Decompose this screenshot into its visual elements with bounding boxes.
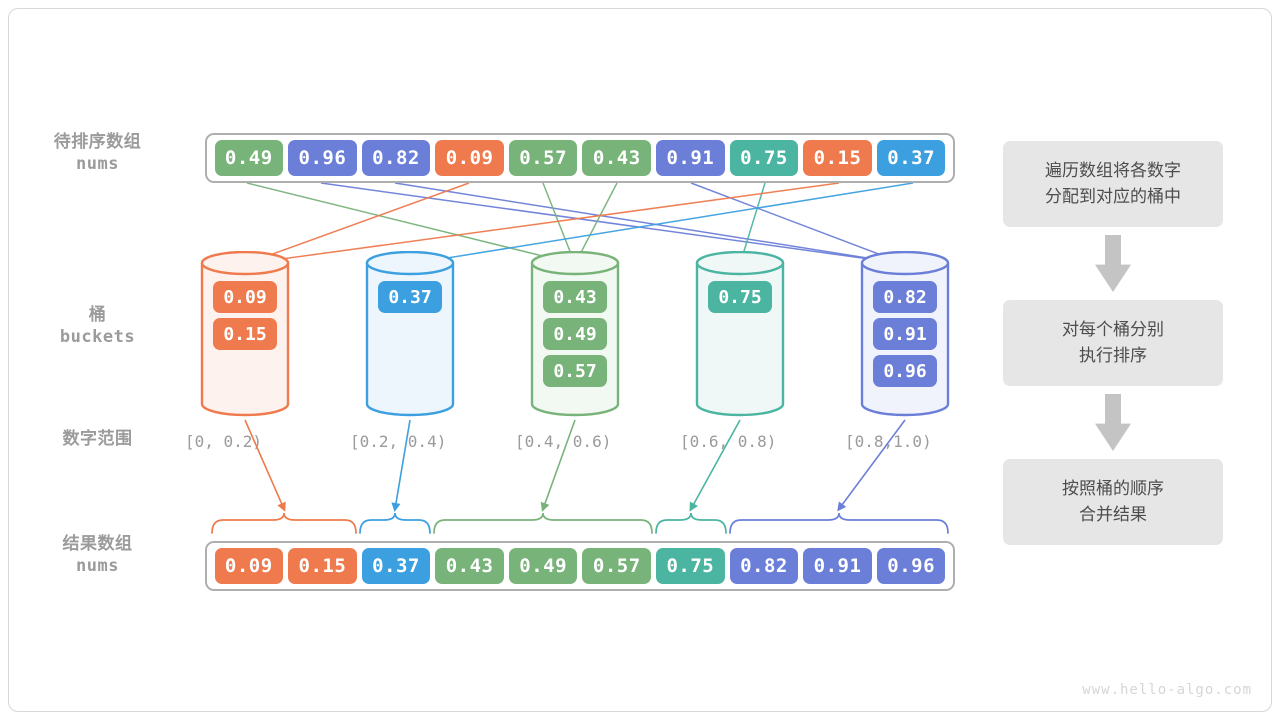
label-result-array: 结果数组 nums [10, 534, 185, 578]
input-array-cell: 0.91 [656, 140, 725, 176]
range-label-2: [0.4, 0.6) [515, 432, 612, 451]
bucket-item: 0.43 [543, 281, 607, 313]
bucket-1-items: 0.37 [365, 281, 455, 313]
flow-step-2-line1: 按照桶的顺序 [1062, 478, 1164, 499]
result-array-cell: 0.09 [214, 548, 284, 584]
range-label-1: [0.2, 0.4) [350, 432, 447, 451]
flow-step-2-line2: 合并结果 [1079, 505, 1147, 525]
bucket-0-items: 0.09 0.15 [200, 281, 290, 350]
label-input-array-cn: 待排序数组 [53, 132, 142, 152]
flow-step-0-line2: 分配到对应的桶中 [1045, 187, 1181, 207]
bucket-item: 0.49 [543, 318, 607, 350]
label-result-array-cn: 结果数组 [62, 534, 133, 554]
range-label-4: [0.8,1.0) [845, 432, 932, 451]
result-array-cell: 0.57 [582, 548, 652, 584]
result-array-cell: 0.43 [435, 548, 504, 584]
result-array-cell: 0.91 [803, 548, 872, 584]
flow-step-1: 对每个桶分别执行排序 [1003, 300, 1223, 386]
input-array-cell: 0.57 [508, 140, 578, 176]
range-label-0: [0, 0.2) [185, 432, 263, 451]
flow-down-arrow-0 [1095, 235, 1131, 292]
flow-step-1-line2: 执行排序 [1079, 346, 1147, 366]
input-array-cell: 0.96 [288, 140, 357, 176]
input-array-cell: 0.82 [361, 140, 431, 176]
flow-step-2: 按照桶的顺序合并结果 [1003, 459, 1223, 545]
bucket-item: 0.91 [873, 318, 937, 350]
result-array-cell: 0.82 [729, 548, 799, 584]
cylinder-shape [365, 251, 455, 417]
bucket-item: 0.96 [873, 355, 937, 387]
label-result-array-en: nums [76, 555, 119, 576]
bucket-2: 0.43 0.49 0.57 [530, 251, 620, 418]
label-input-array-en: nums [76, 153, 119, 174]
bucket-3: 0.75 [695, 251, 785, 418]
result-array-cell: 0.96 [876, 548, 946, 584]
flow-step-0: 遍历数组将各数字分配到对应的桶中 [1003, 141, 1223, 227]
flow-step-0-line1: 遍历数组将各数字 [1045, 160, 1181, 181]
watermark: www.hello-algo.com [1082, 682, 1252, 698]
bucket-3-items: 0.75 [695, 281, 785, 313]
flow-step-1-line1: 对每个桶分别 [1062, 319, 1164, 340]
label-buckets-cn: 桶 [88, 305, 107, 325]
input-array-cell: 0.49 [214, 140, 284, 176]
bucket-item: 0.09 [213, 281, 277, 313]
label-input-array: 待排序数组 nums [10, 132, 185, 176]
bucket-4: 0.82 0.91 0.96 [860, 251, 950, 418]
bucket-1: 0.37 [365, 251, 455, 418]
result-array-cell: 0.75 [656, 548, 725, 584]
input-array-cell: 0.09 [435, 140, 504, 176]
input-array-cell: 0.15 [803, 140, 872, 176]
bucket-4-items: 0.82 0.91 0.96 [860, 281, 950, 387]
flow-down-arrow-1 [1095, 394, 1131, 451]
bucket-item: 0.75 [708, 281, 772, 313]
label-number-range: 数字范围 [10, 429, 185, 451]
input-array-cell: 0.43 [582, 140, 652, 176]
label-buckets-en: buckets [59, 326, 136, 347]
input-array-cell: 0.75 [729, 140, 799, 176]
bucket-item: 0.57 [543, 355, 607, 387]
bucket-item: 0.37 [378, 281, 442, 313]
range-label-3: [0.6, 0.8) [680, 432, 777, 451]
cylinder-shape [695, 251, 785, 417]
result-array-cell: 0.15 [288, 548, 357, 584]
bucket-0: 0.09 0.15 [200, 251, 290, 418]
bucket-item: 0.82 [873, 281, 937, 313]
label-number-range-cn: 数字范围 [62, 429, 133, 449]
bucket-item: 0.15 [213, 318, 277, 350]
label-buckets: 桶 buckets [10, 305, 185, 349]
bucket-2-items: 0.43 0.49 0.57 [530, 281, 620, 387]
result-array-cell: 0.37 [361, 548, 431, 584]
result-array-cell: 0.49 [508, 548, 578, 584]
input-array-cell: 0.37 [876, 140, 946, 176]
